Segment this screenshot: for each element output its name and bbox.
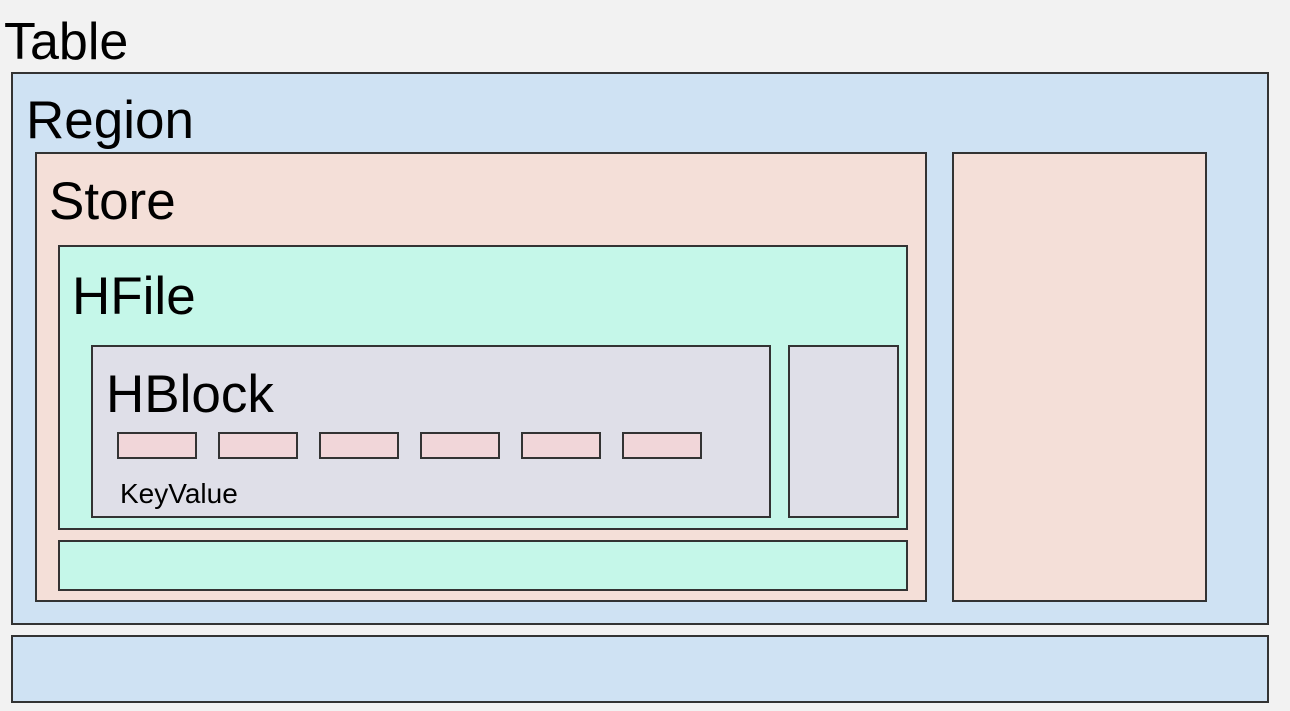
keyvalue-box-3 [319, 432, 399, 459]
keyvalue-box-4 [420, 432, 500, 459]
store-label: Store [49, 172, 176, 231]
keyvalue-box-2 [218, 432, 298, 459]
region-label: Region [26, 91, 194, 150]
hfile-label: HFile [72, 267, 196, 326]
second-hblock-box [788, 345, 899, 518]
hblock-box [91, 345, 771, 518]
hblock-label: HBlock [106, 365, 274, 424]
keyvalue-box-1 [117, 432, 197, 459]
second-hfile-box [58, 540, 908, 591]
keyvalue-box-5 [521, 432, 601, 459]
keyvalue-label: KeyValue [120, 478, 238, 509]
table-label: Table [4, 13, 129, 71]
keyvalue-box-6 [622, 432, 702, 459]
second-region-box [11, 635, 1269, 703]
second-store-box [952, 152, 1207, 602]
